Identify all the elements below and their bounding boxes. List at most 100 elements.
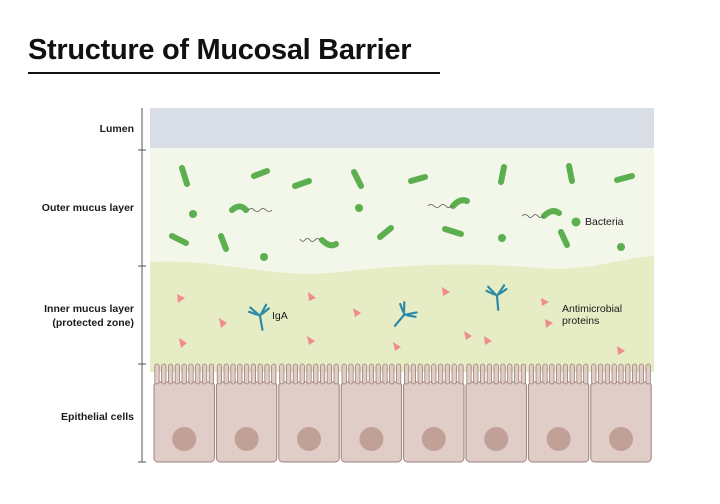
bacterium	[541, 208, 562, 219]
microvillus	[389, 363, 395, 385]
microvillus	[201, 363, 208, 385]
bacterium	[450, 197, 470, 209]
label-inner-mucus-line2: (protected zone)	[52, 317, 134, 329]
microvillus	[535, 363, 541, 385]
microvillus	[604, 363, 611, 385]
peptide	[308, 292, 316, 301]
coccus	[260, 253, 268, 261]
microvillus	[181, 363, 187, 385]
peptide	[617, 346, 625, 355]
microvillus	[271, 363, 277, 385]
microvillus	[583, 363, 589, 385]
microvillus	[279, 363, 285, 385]
microvillus	[250, 363, 256, 385]
microvillus	[514, 363, 520, 385]
label-inner-mucus: Inner mucus layer (protected zone)	[8, 302, 134, 330]
microvillus	[313, 363, 319, 385]
microvillus	[466, 363, 472, 385]
bacteria-legend-coccus	[571, 217, 581, 227]
inner-mucus-band	[150, 256, 654, 372]
antibody	[485, 284, 508, 312]
amp-label: Antimicrobial proteins	[562, 303, 622, 327]
peptide	[219, 318, 227, 328]
microvillus	[243, 363, 250, 385]
microvillus	[451, 363, 457, 385]
microvillus	[556, 363, 562, 385]
iga-label: IgA	[272, 310, 288, 322]
microvillus	[528, 363, 535, 385]
bacterium	[179, 165, 190, 187]
label-epithelial: Epithelial cells	[61, 411, 134, 423]
microvillus	[417, 363, 423, 385]
microvillus	[292, 363, 299, 385]
coccus	[498, 234, 506, 242]
bacterium	[408, 174, 428, 184]
microvillus	[598, 363, 604, 385]
antimicrobial-proteins	[177, 287, 625, 355]
bacterium	[292, 178, 312, 189]
microvillus	[431, 363, 437, 385]
microvillus	[645, 363, 651, 385]
microvillus	[319, 363, 326, 385]
microvillus	[403, 363, 410, 385]
microvillus	[299, 363, 305, 385]
bacterium	[442, 226, 464, 237]
microvillus	[395, 363, 402, 385]
microvillus	[493, 363, 499, 385]
microvillus	[437, 363, 444, 385]
outer-mucus-band	[150, 148, 654, 276]
antibody	[248, 303, 270, 331]
microvillus	[230, 363, 236, 385]
bacterium	[566, 163, 575, 184]
microvillus	[569, 363, 575, 385]
microvillus	[424, 363, 430, 385]
iga-antibodies	[248, 284, 508, 331]
label-lumen: Lumen	[99, 123, 134, 135]
microvillus	[410, 363, 417, 385]
microvillus	[161, 363, 167, 385]
microvillus	[444, 363, 451, 385]
peptide	[541, 298, 549, 306]
microvillus	[306, 363, 312, 385]
bacteria-group	[169, 163, 635, 261]
bacterium	[377, 225, 394, 240]
peptide	[484, 336, 492, 345]
microvillus	[285, 363, 292, 385]
microvillus	[591, 363, 597, 385]
microvillus	[257, 363, 263, 385]
microvillus	[361, 363, 368, 385]
nucleus	[546, 427, 571, 451]
microvillus	[520, 363, 527, 385]
label-inner-mucus-line1: Inner mucus layer	[44, 303, 134, 315]
amp-label-line1: Antimicrobial	[562, 303, 623, 315]
microvillus	[618, 363, 624, 385]
microvillus	[576, 363, 582, 385]
bacterium	[169, 233, 189, 246]
microvillus	[473, 363, 479, 385]
microvillus	[208, 363, 214, 385]
microvillus	[195, 363, 201, 385]
nucleus	[234, 427, 259, 451]
microvillus	[326, 363, 333, 385]
microvillus	[264, 363, 270, 385]
microvillus	[341, 363, 347, 385]
microvillus	[237, 363, 243, 385]
microvillus	[333, 363, 339, 385]
bacterium	[229, 203, 249, 213]
bacterium	[614, 173, 635, 183]
microvillus	[216, 363, 222, 385]
title-underline	[28, 72, 440, 74]
coccus	[617, 243, 625, 251]
coccus	[355, 204, 363, 212]
microvillus	[375, 363, 381, 385]
peptide	[442, 287, 450, 296]
microvillus	[486, 363, 493, 385]
microvillus	[348, 363, 354, 385]
microvillus	[625, 363, 631, 385]
peptide	[307, 336, 315, 345]
bacterium	[251, 168, 270, 179]
peptide	[179, 338, 187, 348]
microvillus	[223, 363, 229, 385]
flagella	[247, 204, 544, 242]
